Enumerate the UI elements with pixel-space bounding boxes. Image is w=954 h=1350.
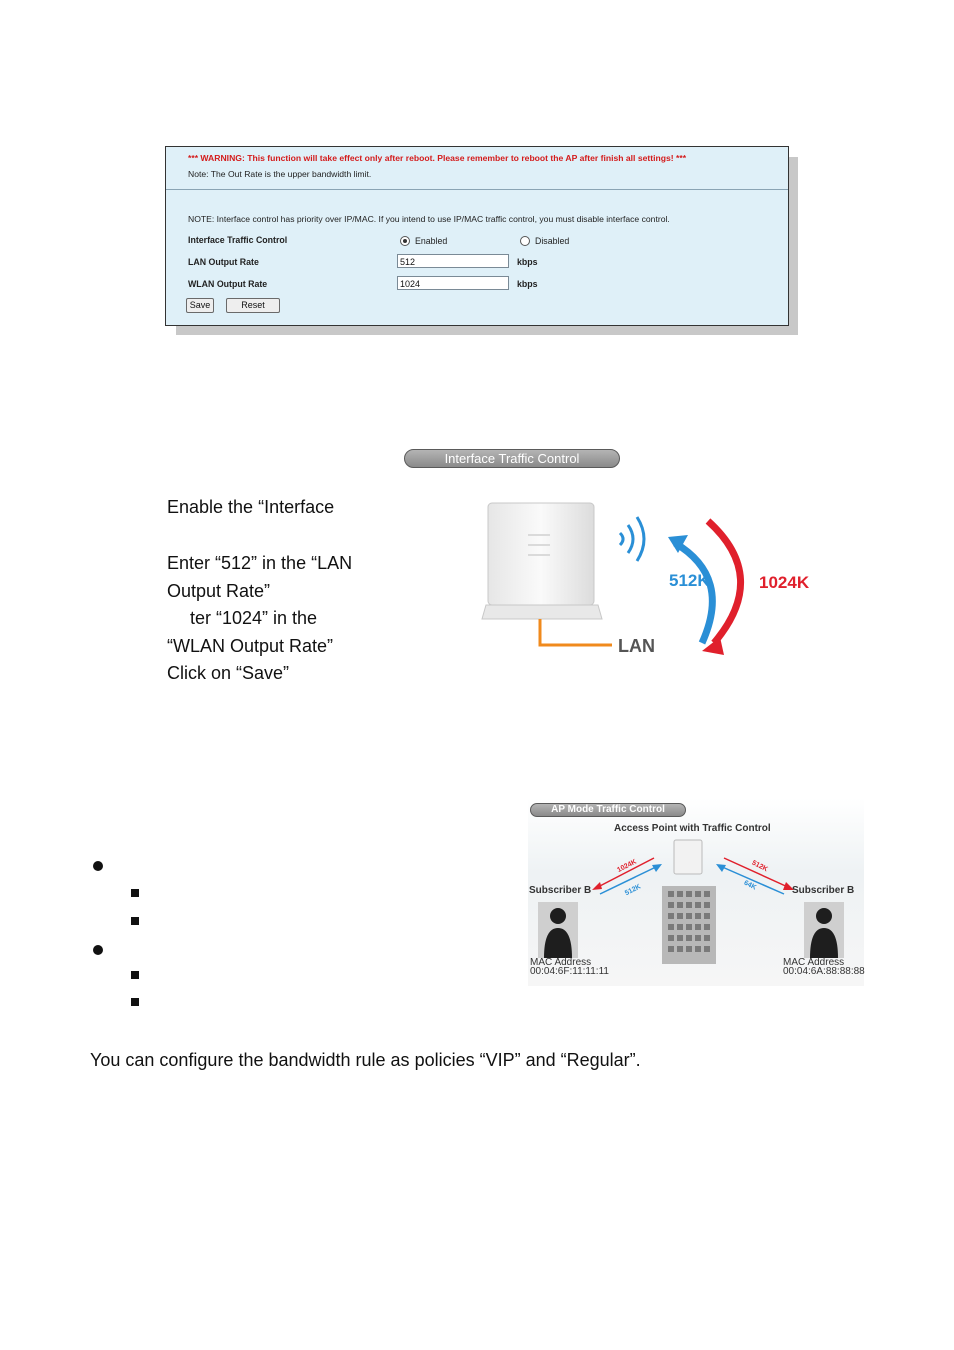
left-blue-arrow (599, 865, 659, 895)
divider (166, 189, 788, 190)
right-mac-address: 00:04:6A:88:88:88 (783, 966, 865, 977)
right-mac-label: MAC Address (783, 957, 845, 968)
building-icon (662, 886, 716, 964)
lan-output-rate-label: LAN Output Rate (188, 257, 259, 267)
interface-traffic-control-label: Interface Traffic Control (188, 235, 288, 245)
blue-arc-arrow (673, 539, 716, 645)
step-line-2: Enter “512” in the “LAN (167, 553, 353, 573)
wlan-unit-label: kbps (517, 279, 538, 289)
access-point-icon (481, 502, 603, 620)
rate-1024k-label: 1024K (759, 573, 810, 592)
left-mac-address: 00:04:6F:11:11:11 (530, 966, 609, 977)
wifi-signal-icon (618, 516, 646, 562)
bullet-square (131, 889, 139, 897)
bullet-square (131, 998, 139, 1006)
enabled-label: Enabled (415, 236, 448, 246)
interface-diagram: 512K 1024K LAN (481, 502, 810, 656)
warning-text: *** WARNING: This function will take eff… (188, 153, 687, 163)
left-subscriber-icon (538, 902, 578, 958)
reset-button[interactable]: Reset (226, 298, 280, 313)
disabled-radio[interactable] (520, 236, 530, 246)
wlan-output-rate-input[interactable]: 1024 (397, 276, 509, 290)
bullet-dot (93, 861, 103, 871)
access-point-icon (673, 839, 703, 875)
right-blue-arrow (719, 865, 785, 895)
traffic-control-panel: *** WARNING: This function will take eff… (165, 146, 789, 326)
enabled-radio[interactable] (400, 236, 410, 246)
bullet-square (131, 971, 139, 979)
out-rate-note: Note: The Out Rate is the upper bandwidt… (188, 169, 372, 179)
step-line-1: Enable the “Interface (167, 497, 335, 517)
step-line-3: Output Rate” (167, 581, 271, 601)
red-arc-arrow (705, 518, 745, 646)
right-red-arrow (723, 857, 791, 889)
ap-figure-title: Access Point with Traffic Control (614, 823, 771, 834)
lan-cable-line (538, 619, 612, 647)
wlan-output-rate-label: WLAN Output Rate (188, 279, 268, 289)
left-red-arrow (595, 857, 655, 889)
step-line-4: ter “1024” in the (190, 608, 318, 628)
right-subscriber-label: Subscriber B (792, 885, 855, 896)
ap-mode-diagram: 1024K 512K 512K 64K (538, 839, 844, 964)
bullet-square (131, 917, 139, 925)
step-line-6: Click on “Save” (167, 663, 290, 683)
policy-text: You can configure the bandwidth rule as … (90, 1050, 641, 1070)
left-blue-rate: 512K (624, 883, 642, 897)
disabled-label: Disabled (535, 236, 570, 246)
step-line-5: “WLAN Output Rate” (167, 636, 334, 656)
rate-512k-label: 512K (669, 571, 710, 590)
lan-label: LAN (618, 636, 655, 656)
left-subscriber-label: Subscriber B (529, 885, 592, 896)
ap-mode-header: AP Mode Traffic Control (530, 803, 686, 817)
lan-output-rate-input[interactable]: 512 (397, 254, 509, 268)
bullet-dot (93, 945, 103, 955)
lan-unit-label: kbps (517, 257, 538, 267)
interface-traffic-control-header: Interface Traffic Control (404, 449, 620, 468)
right-subscriber-icon (804, 902, 844, 958)
left-mac-label: MAC Address (530, 957, 592, 968)
priority-note: NOTE: Interface control has priority ove… (188, 214, 670, 224)
save-button[interactable]: Save (186, 298, 214, 313)
